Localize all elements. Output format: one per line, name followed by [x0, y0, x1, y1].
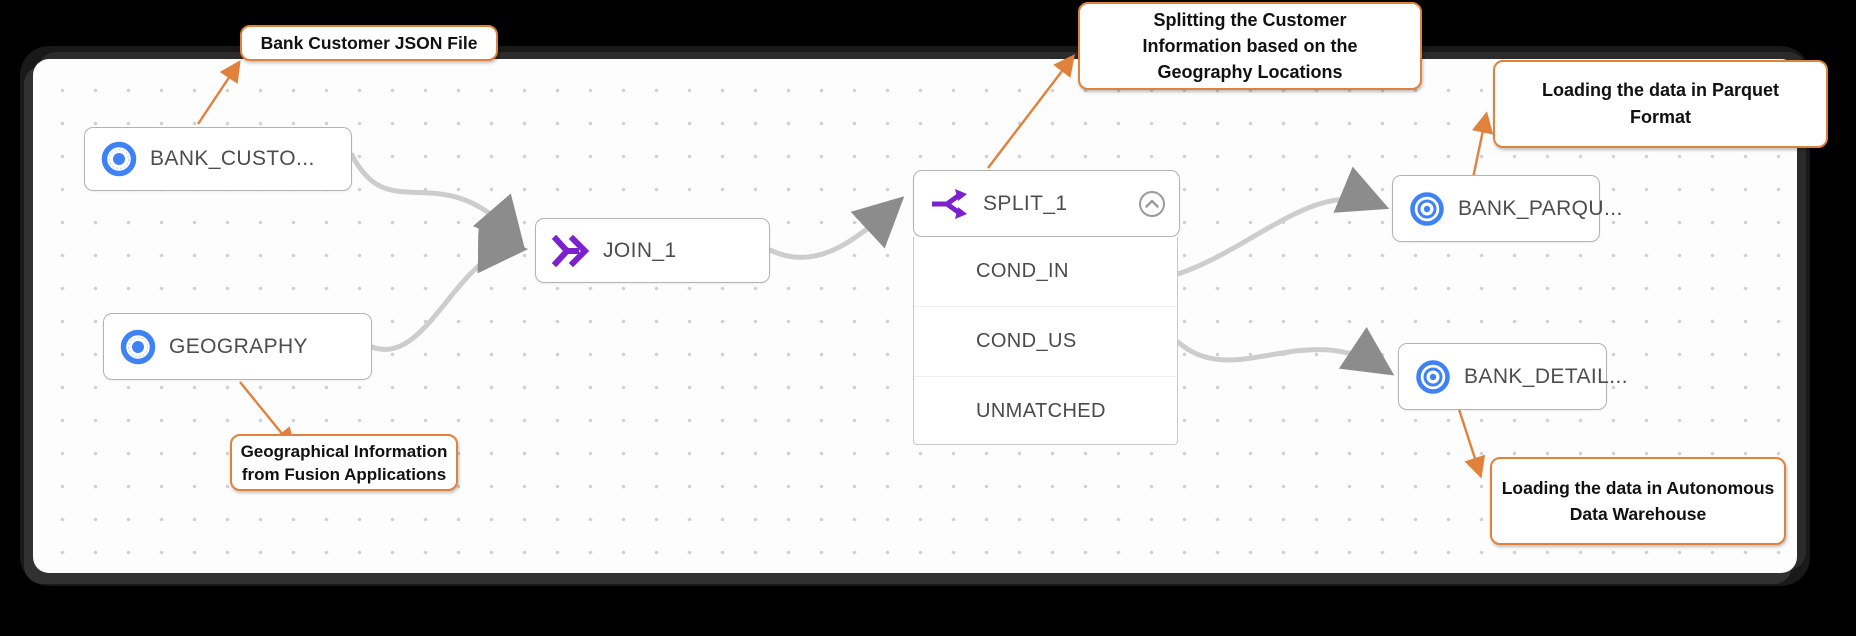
node-bank-customers[interactable]: BANK_CUSTO... [84, 127, 352, 191]
split-outputs-panel: COND_IN COND_US UNMATCHED [913, 237, 1178, 445]
node-split-1[interactable]: SPLIT_1 [913, 170, 1180, 237]
callout-loading-adw: Loading the data in Autonomous Data Ware… [1490, 457, 1786, 545]
join-icon [551, 234, 591, 267]
node-label: BANK_DETAIL... [1464, 364, 1628, 388]
split-output-cond-us[interactable]: COND_US [914, 306, 1177, 376]
callout-bank-customer-json-file: Bank Customer JSON File [240, 25, 498, 61]
node-geography[interactable]: GEOGRAPHY [103, 313, 372, 380]
callout-loading-parquet: Loading the data in Parquet Format [1493, 60, 1828, 148]
node-label: GEOGRAPHY [169, 334, 308, 358]
callout-geographical-information: Geographical Information from Fusion App… [230, 434, 458, 491]
node-bank-parquet[interactable]: BANK_PARQU... [1392, 175, 1622, 242]
node-label: BANK_PARQU... [1458, 196, 1623, 220]
node-label: SPLIT_1 [983, 191, 1068, 215]
collapse-outputs-button[interactable] [1138, 190, 1166, 218]
split-output-unmatched[interactable]: UNMATCHED [914, 376, 1177, 446]
target-icon [1414, 358, 1452, 396]
chevron-up-circle-icon [1138, 190, 1166, 218]
callout-splitting-customer-info: Splitting the Customer Information based… [1078, 2, 1422, 90]
node-bank-detail[interactable]: BANK_DETAIL... [1398, 343, 1628, 410]
split-output-cond-in[interactable]: COND_IN [976, 260, 1069, 282]
node-label: BANK_CUSTO... [150, 147, 315, 170]
source-icon [119, 328, 157, 366]
node-join-1[interactable]: JOIN_1 [535, 218, 770, 283]
node-label: JOIN_1 [603, 238, 677, 262]
target-icon [1408, 190, 1446, 228]
source-icon [100, 140, 138, 178]
split-icon [929, 187, 971, 221]
